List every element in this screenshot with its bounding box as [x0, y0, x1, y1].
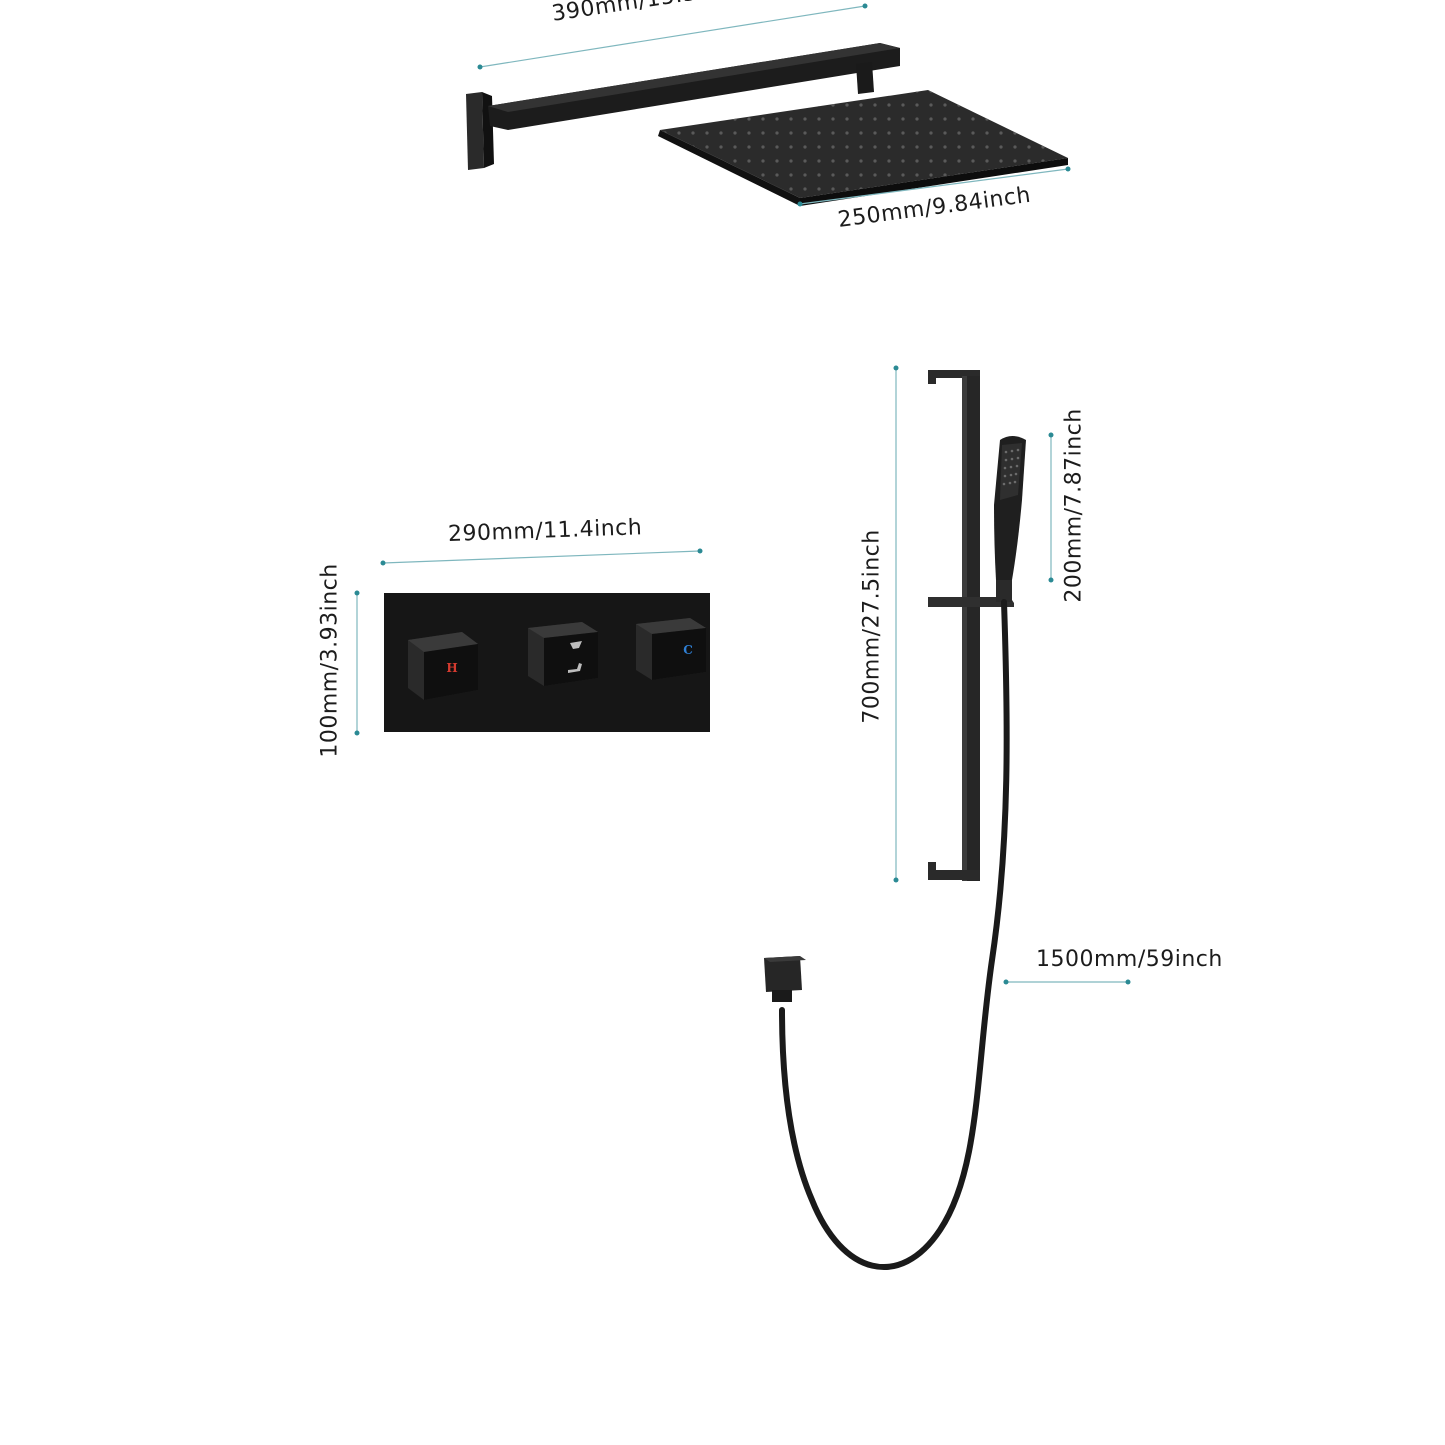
slide-bar-bottom-bracket [928, 862, 980, 880]
thermostatic-valve-panel: H C [384, 593, 710, 732]
arm-length-dimension-line [477, 3, 868, 70]
cold-water-knob [636, 618, 706, 680]
handheld-length-label: 200mm/7.87inch [1061, 408, 1087, 603]
slide-bar-top-bracket [928, 370, 980, 384]
hot-label: H [446, 661, 457, 675]
diverter-knob [528, 622, 598, 686]
rain-shower-icon [570, 641, 582, 649]
hose-length-dimension-line [1003, 979, 1131, 985]
bar-length-label: 700mm/27.5inch [859, 529, 885, 724]
handheld-shower [994, 436, 1026, 602]
shower-hose [779, 599, 1010, 1270]
panel-height-dimension-line [354, 590, 360, 736]
hose-length-label: 1500mm/59inch [1036, 947, 1223, 972]
handheld-length-dimension-line [1048, 432, 1054, 583]
panel-width-dimension-line [380, 548, 703, 566]
hot-water-knob [408, 632, 478, 700]
wall-outlet-elbow [764, 956, 806, 1002]
slide-bar-assembly [764, 370, 1026, 1270]
arm-wall-flange [466, 92, 484, 170]
arm-drop-connector [856, 62, 874, 94]
rain-shower-head [658, 90, 1068, 206]
panel-height-label: 100mm/3.93inch [317, 563, 343, 758]
slide-holder [928, 597, 1014, 607]
hand-shower-icon [568, 663, 582, 673]
bar-length-dimension-line [893, 365, 899, 883]
cold-label: C [683, 643, 693, 657]
head-width-dimension-line [797, 166, 1071, 207]
rain-shower-assembly [466, 43, 1068, 206]
